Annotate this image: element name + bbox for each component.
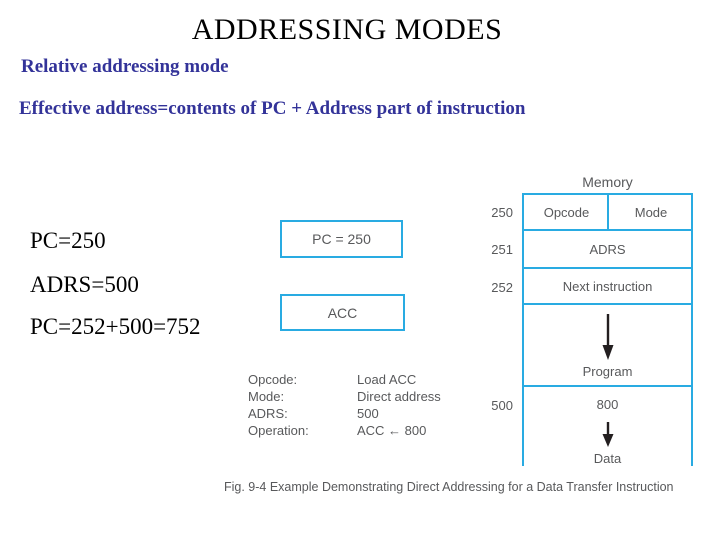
legend-row-adrs: ADRS: 500: [248, 405, 441, 422]
memory-cell-opcode: Opcode: [543, 204, 590, 220]
legend-label: Opcode:: [248, 372, 298, 387]
legend-value: ACC ← 800: [357, 423, 427, 438]
address-label-250: 250: [491, 205, 513, 220]
calc-line-pc: PC=250: [30, 228, 106, 253]
legend-label: Mode:: [248, 389, 285, 404]
pc-register-box: PC = 250: [280, 220, 403, 258]
page-title: ADDRESSING MODES: [191, 13, 503, 46]
address-label-251: 251: [491, 242, 513, 257]
memory-cell-adrs-label: ADRS: [589, 241, 626, 257]
memory-cell-program: Program: [522, 303, 693, 387]
acc-register-label: ACC: [327, 304, 358, 321]
calc-line-adrs: ADRS=500: [30, 272, 139, 297]
memory-cell-next-instruction-label: Next instruction: [562, 278, 653, 294]
memory-cell-next-instruction: Next instruction: [522, 267, 693, 305]
opcode-mode-divider: [607, 193, 609, 231]
legend-label: ADRS:: [248, 406, 288, 421]
address-label-500: 500: [491, 398, 513, 413]
legend-value: Load ACC: [357, 372, 417, 387]
mode-heading: Relative addressing mode: [21, 56, 229, 77]
memory-title: Memory: [582, 174, 633, 190]
memory-cell-800-label: 800: [596, 396, 619, 412]
address-label-252: 252: [491, 280, 513, 295]
instruction-legend: Opcode: Load ACC Mode: Direct address AD…: [248, 371, 441, 439]
legend-row-operation: Operation: ACC ← 800: [248, 422, 441, 439]
memory-cell-adrs: ADRS: [522, 229, 693, 269]
down-arrow-icon: [602, 422, 613, 447]
memory-cell-800: 800: [522, 385, 693, 423]
legend-row-opcode: Opcode: Load ACC: [248, 371, 441, 388]
acc-register-box: ACC: [280, 294, 405, 331]
figure-caption: Fig. 9-4 Example Demonstrating Direct Ad…: [224, 480, 674, 494]
legend-value: Direct address: [357, 389, 441, 404]
legend-label: Operation:: [248, 423, 309, 438]
memory-cell-mode: Mode: [634, 204, 668, 220]
formula-text: Effective address=contents of PC + Addre…: [19, 98, 526, 119]
memory-cell-data: Data: [522, 421, 693, 466]
memory-cell-data-label: Data: [593, 451, 622, 466]
calc-line-result: PC=252+500=752: [30, 314, 201, 339]
legend-value: 500: [357, 406, 379, 421]
memory-cell-program-label: Program: [582, 364, 633, 379]
legend-row-mode: Mode: Direct address: [248, 388, 441, 405]
down-arrow-icon: [602, 314, 613, 360]
pc-register-label: PC = 250: [312, 231, 371, 247]
